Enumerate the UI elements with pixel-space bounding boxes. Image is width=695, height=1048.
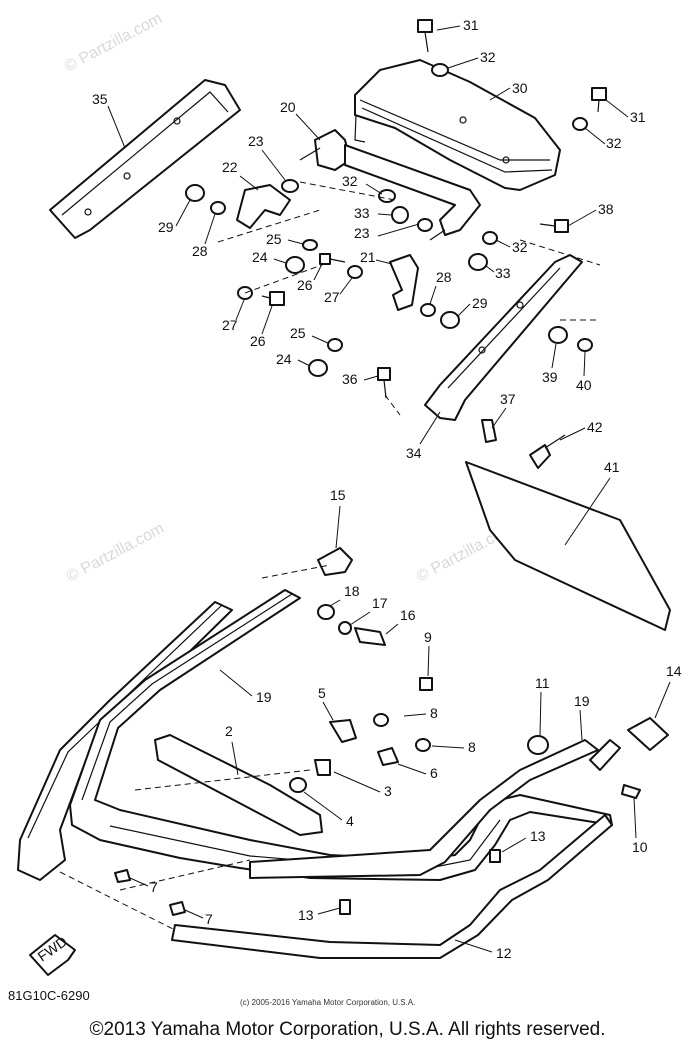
- part-30-cover: [354, 59, 561, 191]
- callout-27b: 27: [222, 317, 238, 333]
- callout-39: 39: [542, 369, 558, 385]
- callout-4: 4: [346, 813, 354, 829]
- callout-37: 37: [500, 391, 516, 407]
- callout-19: 19: [256, 689, 272, 705]
- callout-7: 7: [150, 879, 158, 895]
- guide-lines-upper: [217, 181, 601, 416]
- callouts: 31 32 30 35 20 31 32 23 22 32 29 33 38 2…: [92, 17, 682, 961]
- callout-18: 18: [344, 583, 360, 599]
- callout-19b: 19: [574, 693, 590, 709]
- callout-8: 8: [430, 705, 438, 721]
- callout-16: 16: [400, 607, 416, 623]
- part-14-clip: [627, 717, 669, 751]
- part-41-panel: [465, 461, 671, 631]
- callout-23: 23: [248, 133, 264, 149]
- callout-6: 6: [430, 765, 438, 781]
- callout-17: 17: [372, 595, 388, 611]
- callout-26b: 26: [250, 333, 266, 349]
- callout-11: 11: [535, 675, 550, 691]
- part-12-strip: [171, 814, 613, 959]
- lower-hardware: [114, 604, 641, 916]
- callout-21: 21: [360, 249, 376, 265]
- callout-29: 29: [158, 219, 174, 235]
- callout-33b: 33: [495, 265, 511, 281]
- callout-5: 5: [318, 685, 326, 701]
- callout-24: 24: [252, 249, 268, 265]
- callout-3: 3: [384, 783, 392, 799]
- guide-lines-lower: [59, 564, 331, 931]
- callout-8b: 8: [468, 739, 476, 755]
- callout-14: 14: [666, 663, 682, 679]
- callout-10: 10: [632, 839, 648, 855]
- callout-33: 33: [354, 205, 370, 221]
- callout-40: 40: [576, 377, 592, 393]
- callout-36: 36: [342, 371, 358, 387]
- callout-30: 30: [512, 80, 528, 96]
- callout-34: 34: [406, 445, 422, 461]
- part-22-bracket: [236, 184, 291, 229]
- callout-9: 9: [424, 629, 432, 645]
- callout-27: 27: [324, 289, 340, 305]
- callout-15: 15: [330, 487, 346, 503]
- callout-13b: 13: [298, 907, 314, 923]
- callout-24b: 24: [276, 351, 292, 367]
- part-20-frame: [299, 129, 481, 241]
- callout-32b: 32: [606, 135, 622, 151]
- fwd-arrow: FWD: [29, 933, 76, 976]
- callout-2: 2: [225, 723, 233, 739]
- watermark: © Partzilla.com: [64, 520, 167, 586]
- callout-31b: 31: [630, 109, 646, 125]
- callout-25: 25: [266, 231, 282, 247]
- callout-25b: 25: [290, 325, 306, 341]
- callout-26: 26: [297, 277, 313, 293]
- part-19-bumper-right: [249, 739, 599, 879]
- hardware: [185, 19, 607, 469]
- copyright-notice: ©2013 Yamaha Motor Corporation, U.S.A. A…: [89, 1019, 606, 1040]
- callout-28: 28: [192, 243, 208, 259]
- part-2-pad: [154, 734, 323, 836]
- callout-32c: 32: [342, 173, 358, 189]
- callout-32d: 32: [512, 239, 528, 255]
- callout-23b: 23: [354, 225, 370, 241]
- watermark: © Partzilla.com: [62, 10, 165, 76]
- part-35-bracket: [49, 79, 241, 239]
- callout-12: 12: [496, 945, 512, 961]
- callout-42: 42: [587, 419, 603, 435]
- callout-22: 22: [222, 159, 238, 175]
- diagram-code: 81G10C-6290: [8, 988, 90, 1003]
- part-15-clip: [317, 547, 353, 576]
- callout-13: 13: [530, 828, 546, 844]
- callout-41: 41: [604, 459, 620, 475]
- callout-29b: 29: [472, 295, 488, 311]
- inner-copyright: (c) 2005-2016 Yamaha Motor Corporation, …: [240, 998, 416, 1007]
- callout-20: 20: [280, 99, 296, 115]
- part-19-trim: [589, 739, 621, 771]
- part-34-rail: [424, 254, 583, 421]
- callout-35: 35: [92, 91, 108, 107]
- callout-7b: 7: [205, 911, 213, 927]
- callout-28b: 28: [436, 269, 452, 285]
- callout-31: 31: [463, 17, 479, 33]
- callout-32: 32: [480, 49, 496, 65]
- part-21-bracket: [389, 254, 419, 311]
- callout-38: 38: [598, 201, 614, 217]
